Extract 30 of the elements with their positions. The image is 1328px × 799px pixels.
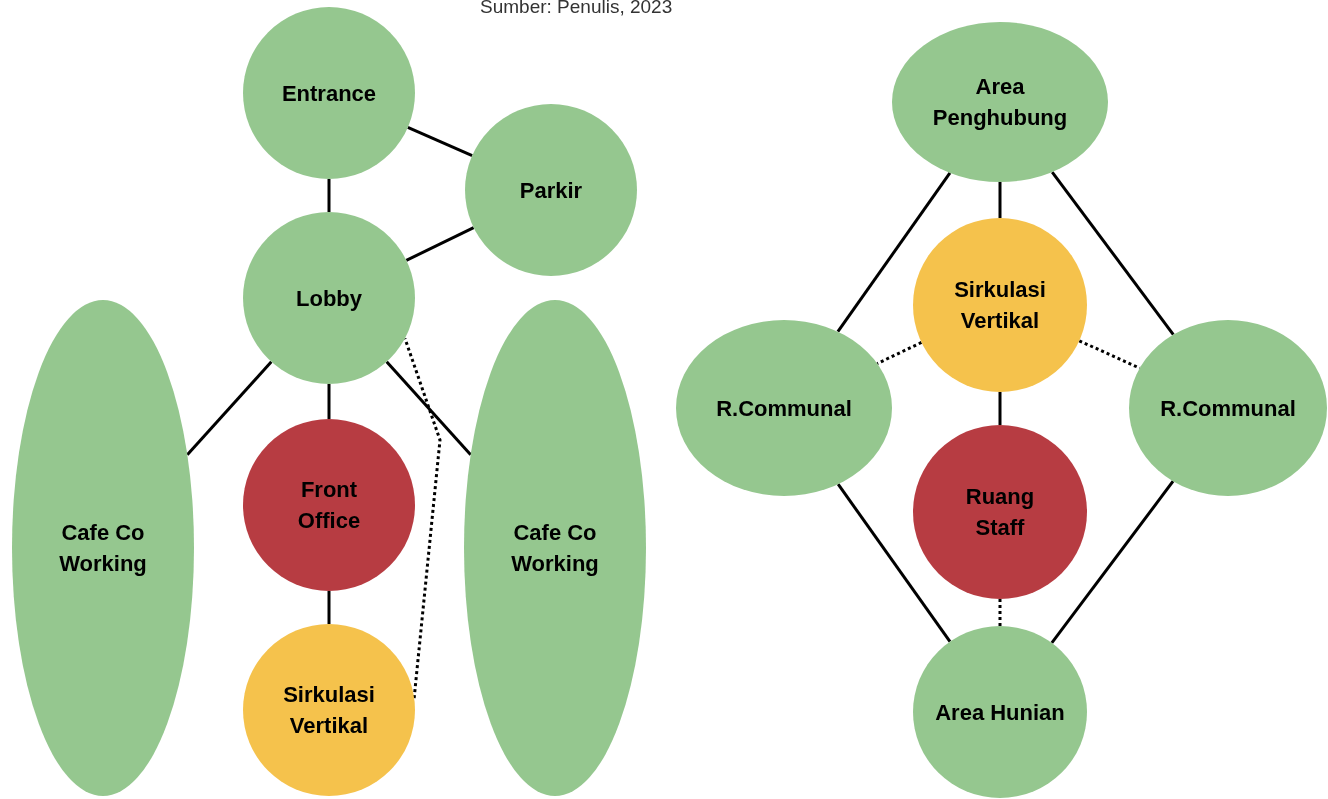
source-note: Sumber: Penulis, 2023 [480,0,673,18]
node-label: Area Penghubung [931,73,1069,132]
node-label: Parkir [518,176,584,205]
node-label: R.Communal [1159,394,1297,423]
connector-line [405,226,475,262]
node-label: Front Office [296,476,362,535]
node-label: R.Communal [715,394,853,423]
dotted-connector [998,599,1002,626]
node-label: Sirkulasi Vertikal [282,681,376,740]
connector-line [327,591,331,624]
node-label: Cafe Co Working [510,519,600,578]
connector-line [327,179,331,212]
connector-line [836,172,952,333]
connector-line [385,360,472,456]
connector-line [1051,171,1175,336]
connector-line [998,182,1002,218]
connector-line [407,126,473,157]
connector-line [836,483,952,643]
node-label: Area Hunian [935,698,1065,727]
node-label: Entrance [280,79,378,108]
node-label: Ruang Staff [964,483,1036,542]
dotted-connector [876,341,923,365]
node-label: Cafe Co Working [58,519,148,578]
connector-line [327,384,331,419]
dotted-connector [403,337,442,699]
node-label: Lobby [295,284,363,313]
connector-line [998,392,1002,425]
node-label: Sirkulasi Vertikal [953,276,1047,335]
connector-line [186,360,273,456]
connector-line [1050,480,1175,644]
